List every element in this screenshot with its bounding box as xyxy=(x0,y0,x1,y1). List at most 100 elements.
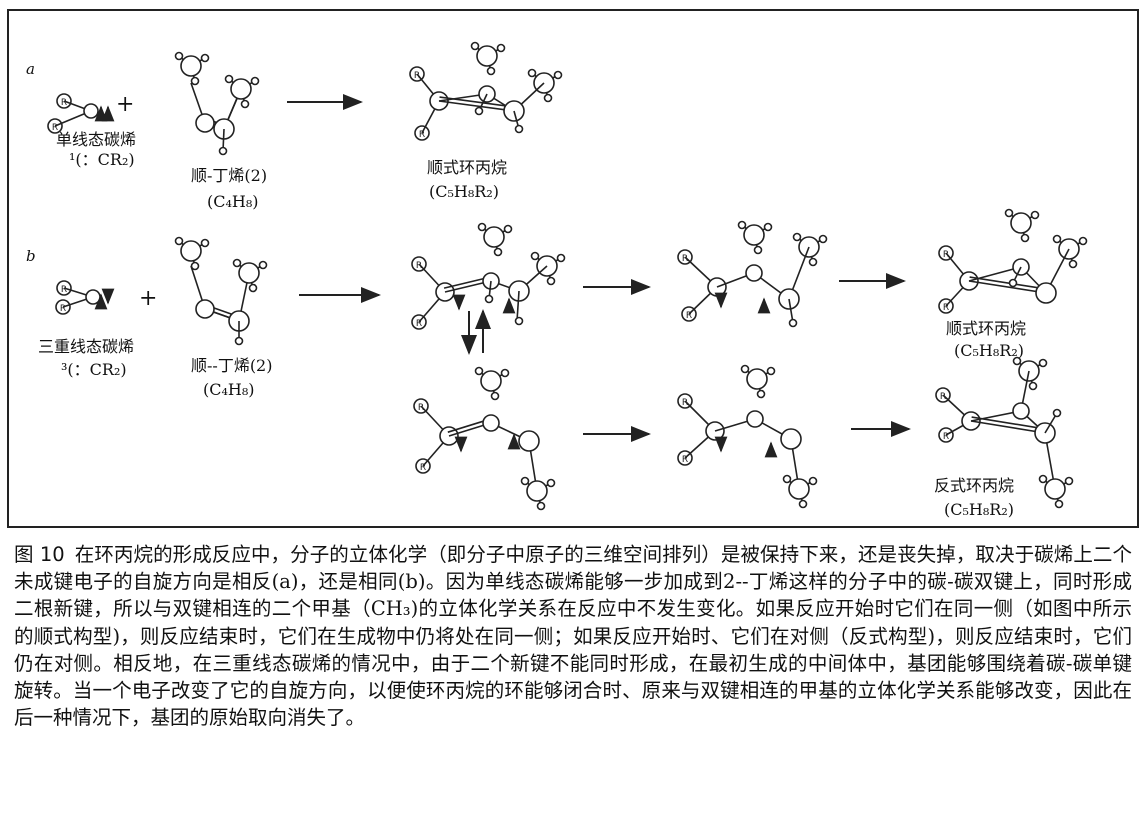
atom xyxy=(470,41,480,51)
cis-butene-formula-a: (C₄H₈) xyxy=(207,192,259,211)
bond xyxy=(970,420,1046,434)
atom xyxy=(486,66,496,76)
atom xyxy=(195,299,215,319)
atom xyxy=(520,476,530,486)
atom xyxy=(218,146,228,156)
triplet-carbene-name: 三重线态碳烯 xyxy=(38,337,135,356)
atom xyxy=(798,499,808,509)
atom xyxy=(1030,210,1040,220)
atom xyxy=(1052,408,1062,418)
atom xyxy=(527,68,537,78)
r-group-letter: R xyxy=(943,303,949,313)
bond xyxy=(969,276,1047,290)
atom xyxy=(1038,474,1048,484)
atom xyxy=(737,220,747,230)
r-group-letter: R xyxy=(60,304,66,314)
atom xyxy=(258,260,268,270)
atom xyxy=(556,253,566,263)
r-group-letter: R xyxy=(682,254,688,264)
atom xyxy=(792,232,802,242)
atom xyxy=(546,276,556,286)
atom xyxy=(1008,278,1018,288)
r-group-letter: R xyxy=(943,250,949,260)
bond xyxy=(443,276,491,289)
r-group-letter: R xyxy=(416,261,422,271)
figure-number: 图 10 xyxy=(14,543,65,566)
atom xyxy=(746,368,768,390)
r-group-letter: R xyxy=(61,98,67,108)
atom xyxy=(484,294,494,304)
atom xyxy=(543,93,553,103)
atom xyxy=(480,370,502,392)
r-group-letter: R xyxy=(61,285,67,295)
atom xyxy=(1052,234,1062,244)
atom xyxy=(476,45,498,67)
atom xyxy=(1004,208,1014,218)
atom xyxy=(756,389,766,399)
atom xyxy=(238,262,260,284)
r-group-letter: R xyxy=(686,311,692,321)
atom xyxy=(503,224,513,234)
r-group-letter: R xyxy=(414,71,420,81)
atom xyxy=(1078,236,1088,246)
atom xyxy=(477,222,487,232)
atom xyxy=(746,410,764,428)
atom xyxy=(493,247,503,257)
atom xyxy=(474,106,484,116)
atom xyxy=(190,76,200,86)
atom xyxy=(240,99,250,109)
atom xyxy=(1064,476,1074,486)
atom xyxy=(788,318,798,328)
cis-cyclopropane-formula-a: (C₅H₈R₂) xyxy=(429,182,499,201)
atom xyxy=(818,234,828,244)
atom xyxy=(232,258,242,268)
cis-cyclopropane-name-a: 顺式环丙烷 xyxy=(427,158,508,177)
bond xyxy=(971,416,1046,430)
atom xyxy=(230,78,252,100)
atom xyxy=(190,261,200,271)
atom xyxy=(536,501,546,511)
atom xyxy=(85,289,101,305)
caption-text: 在环丙烷的形成反应中，分子的立体化学（即分子中原子的三维空间排列）是被保持下来，… xyxy=(14,543,1132,730)
atom xyxy=(753,245,763,255)
bond xyxy=(968,280,1047,294)
atom xyxy=(766,366,776,376)
atom xyxy=(1044,478,1066,500)
atom xyxy=(1012,356,1022,366)
atom xyxy=(1054,499,1064,509)
atom xyxy=(83,103,99,119)
atom xyxy=(250,76,260,86)
atom xyxy=(740,364,750,374)
atom xyxy=(1035,282,1057,304)
atom xyxy=(745,264,763,282)
atom xyxy=(808,257,818,267)
panel-b-label: b xyxy=(26,247,36,265)
r-group-letter: R xyxy=(52,123,58,133)
atom xyxy=(1028,381,1038,391)
atom xyxy=(234,336,244,346)
singlet-carbene-formula: ¹(：CR₂) xyxy=(69,150,135,169)
plus-sign-b: + xyxy=(139,286,158,311)
singlet-carbene-name: 单线态碳烯 xyxy=(56,130,137,149)
cis-butene-name-a: 顺-丁烯(2) xyxy=(191,166,268,185)
atom xyxy=(1010,212,1032,234)
atom xyxy=(546,478,556,488)
r-group-letter: R xyxy=(420,463,426,473)
atom xyxy=(743,224,765,246)
atom xyxy=(1068,259,1078,269)
atom xyxy=(200,53,210,63)
atom xyxy=(500,368,510,378)
r-group-letter: R xyxy=(418,403,424,413)
cis-cyclopropane-formula-b: (C₅H₈R₂) xyxy=(954,341,1024,360)
r-group-letter: R xyxy=(682,398,688,408)
atom xyxy=(1038,358,1048,368)
atom xyxy=(530,251,540,261)
cis-cyclopropane-name-b: 顺式环丙烷 xyxy=(946,319,1027,338)
atom xyxy=(174,51,184,61)
atom xyxy=(248,283,258,293)
atom xyxy=(490,391,500,401)
r-group-letter: R xyxy=(940,392,946,402)
